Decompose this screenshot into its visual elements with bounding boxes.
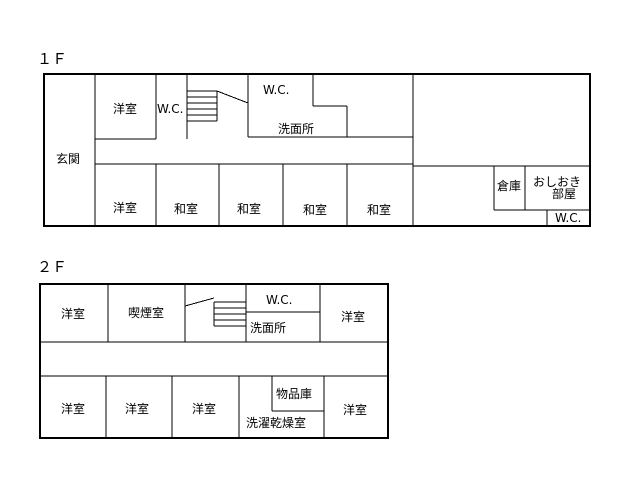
room-label-wc: W.C. xyxy=(266,293,293,307)
floor-2-stairs xyxy=(184,297,246,327)
room-label-laundry: 洗濯乾燥室 xyxy=(246,415,306,430)
room-label-storage: 倉庫 xyxy=(497,178,521,193)
floor-1-outline xyxy=(43,73,591,227)
room-label-japanese: 和室 xyxy=(303,202,327,217)
room-label-goods-storage: 物品庫 xyxy=(276,387,312,401)
floor-2-outline xyxy=(39,283,389,439)
room-label-western: 洋室 xyxy=(61,306,85,321)
room-label-western: 洋室 xyxy=(113,200,137,215)
floor-1-label: １Ｆ xyxy=(37,50,67,68)
room-label-oshioki: 部屋 xyxy=(552,186,576,201)
room-label-western: 洋室 xyxy=(343,402,367,417)
room-label-washroom: 洗面所 xyxy=(250,321,286,335)
room-label-western: 洋室 xyxy=(192,401,216,416)
room-label-wc: W.C. xyxy=(263,83,290,97)
room-label-western: 洋室 xyxy=(61,401,85,416)
floor-1-stairs xyxy=(187,90,249,122)
room-label-western: 洋室 xyxy=(341,309,365,324)
room-label-washroom: 洗面所 xyxy=(278,122,314,136)
floor-2-plan: ２Ｆ 洋室 喫煙室 W.C. 洗面所 洋室 洋 xyxy=(37,258,389,439)
floor-1-plan: １Ｆ xyxy=(37,50,591,227)
room-label-western: 洋室 xyxy=(113,101,137,116)
room-label-entrance: 玄関 xyxy=(56,151,80,166)
room-label-smoking: 喫煙室 xyxy=(128,305,164,320)
room-label-oshioki: おしおき xyxy=(533,175,581,189)
room-label-wc: W.C. xyxy=(157,102,184,116)
room-label-japanese: 和室 xyxy=(174,201,198,216)
room-label-western: 洋室 xyxy=(125,401,149,416)
room-label-wc: W.C. xyxy=(555,211,582,225)
floor-2-label: ２Ｆ xyxy=(37,258,67,276)
room-label-japanese: 和室 xyxy=(367,202,391,217)
room-label-japanese: 和室 xyxy=(237,201,261,216)
